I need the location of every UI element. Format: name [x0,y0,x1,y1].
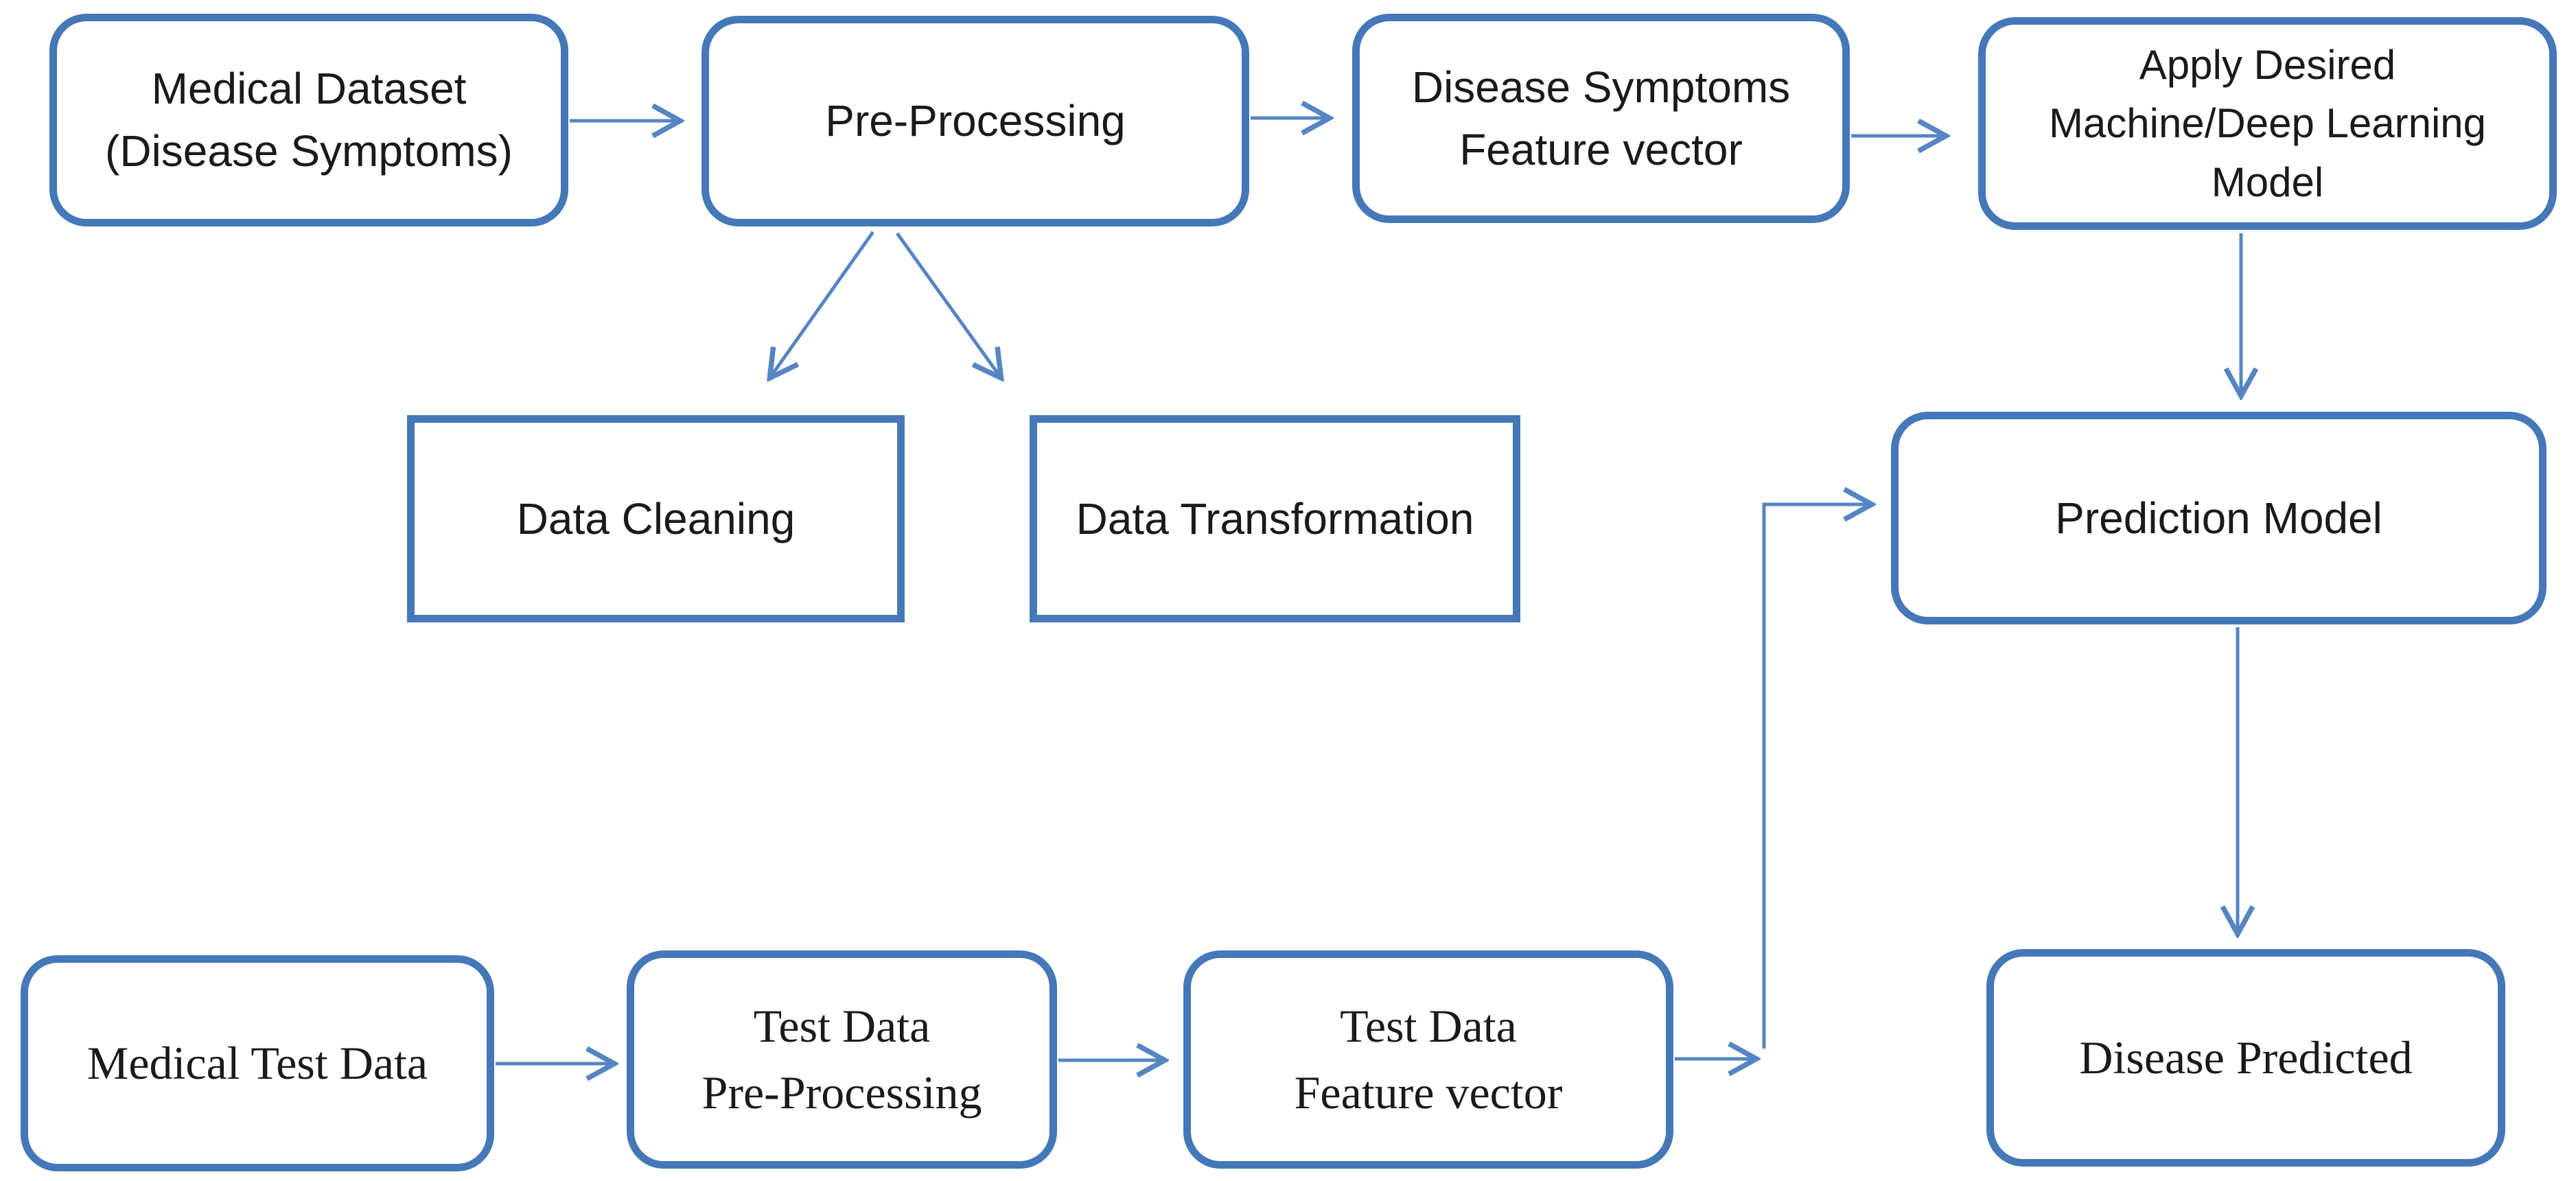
connector-junction-to-prediction-model [1762,504,1871,1049]
node-test-data-feature-vector-label: Test Data Feature vector [1294,1000,1563,1119]
node-disease-predicted: Disease Predicted [1986,949,2505,1167]
node-test-data-pre-processing-label: Test Data Pre-Processing [701,1000,982,1119]
node-medical-test-data-label: Medical Test Data [86,1037,428,1090]
node-medical-test-data: Medical Test Data [21,955,494,1171]
node-disease-symptoms-feature-vector-label: Disease Symptoms Feature vector [1411,62,1791,174]
node-data-transformation: Data Transformation [1030,415,1520,622]
node-prediction-model: Prediction Model [1891,412,2546,624]
node-test-data-feature-vector: Test Data Feature vector [1183,950,1673,1169]
node-data-cleaning: Data Cleaning [407,415,905,622]
node-medical-dataset: Medical Dataset (Disease Symptoms) [49,14,568,226]
node-data-cleaning-label: Data Cleaning [516,493,796,543]
node-disease-symptoms-feature-vector: Disease Symptoms Feature vector [1352,14,1850,223]
connector-pre-processing-to-data-cleaning [770,231,875,377]
connector-pre-processing-to-data-transformation [895,232,1001,377]
node-apply-model: Apply Desired Machine/Deep Learning Mode… [1978,17,2557,230]
node-disease-predicted-label: Disease Predicted [2079,1031,2413,1084]
node-apply-model-label: Apply Desired Machine/Deep Learning Mode… [2048,42,2487,205]
node-pre-processing-label: Pre-Processing [825,96,1126,146]
node-medical-dataset-label: Medical Dataset (Disease Symptoms) [105,64,513,176]
node-test-data-pre-processing: Test Data Pre-Processing [627,950,1057,1169]
node-data-transformation-label: Data Transformation [1076,493,1474,543]
node-pre-processing: Pre-Processing [701,16,1249,226]
node-prediction-model-label: Prediction Model [2055,493,2382,543]
